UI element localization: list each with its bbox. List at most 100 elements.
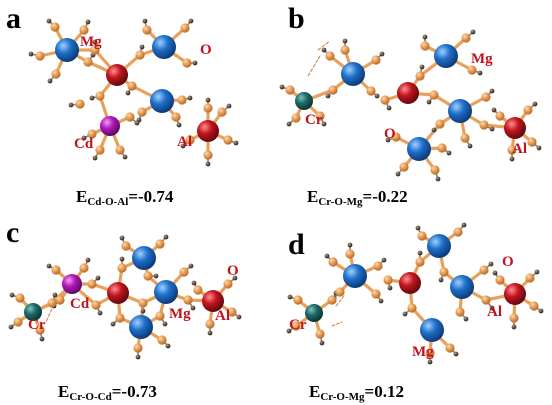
c-hydrogen-atom <box>165 343 171 349</box>
panel-letter-c: c <box>6 216 20 249</box>
b-oxygen-atom <box>527 137 537 147</box>
b-hydrogen-atom <box>435 176 441 182</box>
d-oxygen-atom <box>291 321 301 331</box>
d-oxygen-atom <box>529 301 539 311</box>
c-oxygen-atom <box>227 307 237 317</box>
d-hydrogen-atom <box>492 270 498 276</box>
d-hydrogen-atom <box>461 222 467 228</box>
d-hydrogen-atom <box>387 285 393 291</box>
a-hydrogen-atom <box>142 18 148 24</box>
d-hydrogen-atom <box>534 269 540 275</box>
a-hydrogen-atom <box>46 18 52 24</box>
b-oxygen-atom <box>380 95 390 105</box>
b-oxygen-atom <box>495 111 505 121</box>
b-hydrogen-atom <box>419 64 425 70</box>
d-oxygen-atom <box>455 307 465 317</box>
label-d-mg: Mg <box>412 344 434 360</box>
b-oxygen-atom <box>467 65 477 75</box>
b-hydrogen-atom <box>536 145 542 151</box>
label-b-o: O <box>384 126 396 142</box>
d-cr-atom <box>305 304 323 322</box>
c-hydrogen-atom <box>236 314 242 320</box>
a-hydrogen-atom <box>125 90 131 96</box>
b-hydrogen-atom <box>491 107 497 113</box>
a-oxygen-atom <box>203 150 213 160</box>
c-oxygen-atom <box>205 319 215 329</box>
b-hydrogen-atom <box>422 34 428 40</box>
a-hydrogen-atom <box>68 102 74 108</box>
b-hydrogen-atom <box>426 99 432 105</box>
energy-c: ECr-O-Cd=-0.73 <box>58 382 157 403</box>
label-c-mg: Mg <box>169 306 191 322</box>
d-oxygen-atom <box>371 289 381 299</box>
c-hydrogen-atom <box>119 235 125 241</box>
d-hydrogen-atom <box>402 311 408 317</box>
c-oxygen-atom <box>155 239 165 249</box>
c-oxygen-atom <box>115 313 125 323</box>
structure-b <box>279 29 542 182</box>
b-hydrogen-atom <box>489 88 495 94</box>
b-hydrogen-atom <box>321 47 327 53</box>
d-oxygen-atom <box>445 343 455 353</box>
c-hydrogen-atom <box>52 292 58 298</box>
b-oxygen-atom <box>399 162 409 172</box>
c-hydrogen-atom <box>207 330 213 336</box>
a-hydrogen-atom <box>134 120 140 126</box>
d-hydrogen-atom <box>453 351 459 357</box>
d-hydrogen-atom <box>324 253 330 259</box>
b-hydrogen-atom <box>385 137 391 143</box>
c-hydrogen-atom <box>232 275 238 281</box>
d-oxygen-atom <box>481 295 491 305</box>
c-oxygen-atom <box>143 271 153 281</box>
a-oxygen-atom <box>127 81 137 91</box>
b-oxygen-atom <box>315 111 325 121</box>
c-oxygen-atom <box>121 241 131 251</box>
c-oxygen-atom <box>55 295 65 305</box>
b-oxygen-atom <box>435 119 445 129</box>
b-hydrogen-atom <box>470 29 476 35</box>
d-hydrogen-atom <box>438 277 444 283</box>
d-oxygen-atom <box>345 249 355 259</box>
b-oxygen-atom <box>285 85 295 95</box>
c-mg-atom <box>154 280 178 304</box>
hydrogen-bond <box>331 321 343 327</box>
b-hydrogen-atom <box>395 171 401 177</box>
c-mg-atom <box>132 246 156 270</box>
a-oxygen-atom <box>125 112 135 122</box>
c-oxygen-atom <box>193 285 203 295</box>
b-oxygen-atom <box>430 165 440 175</box>
a-oxygen-atom <box>90 45 100 55</box>
b-oxygen-atom <box>523 105 533 115</box>
d-oxygen-atom <box>415 257 425 267</box>
d-hydrogen-atom <box>286 328 292 334</box>
a-hydrogen-atom <box>92 39 98 45</box>
c-oxygen-atom <box>47 298 57 308</box>
energy-b-subscript: Cr-O-Mg <box>318 196 363 208</box>
c-oxygen-atom <box>51 265 61 275</box>
b-oxygen-atom <box>481 92 491 102</box>
b-oxygen-atom <box>325 51 335 61</box>
a-mg-atom <box>55 38 79 62</box>
c-oxygen-atom <box>138 298 148 308</box>
structure-a <box>28 18 239 167</box>
c-hydrogen-atom <box>85 257 91 263</box>
a-hydrogen-atom <box>233 140 239 146</box>
c-oxygen-atom <box>183 295 193 305</box>
a-o-atom <box>106 64 128 86</box>
energy-d: ECr-O-Mg=0.12 <box>309 382 404 403</box>
a-cd-atom <box>100 116 120 136</box>
label-b-al: Al <box>512 141 527 157</box>
d-hydrogen-atom <box>381 257 387 263</box>
b-hydrogen-atom <box>431 127 437 133</box>
c-oxygen-atom <box>79 263 89 273</box>
hydrogen-bond <box>45 299 57 323</box>
a-oxygen-atom <box>185 135 195 145</box>
a-oxygen-atom <box>171 112 181 122</box>
a-hydrogen-atom <box>139 44 145 50</box>
structure-c <box>8 234 242 360</box>
a-oxygen-atom <box>182 58 192 68</box>
b-mg-atom <box>407 137 431 161</box>
c-oxygen-atom <box>35 325 45 335</box>
